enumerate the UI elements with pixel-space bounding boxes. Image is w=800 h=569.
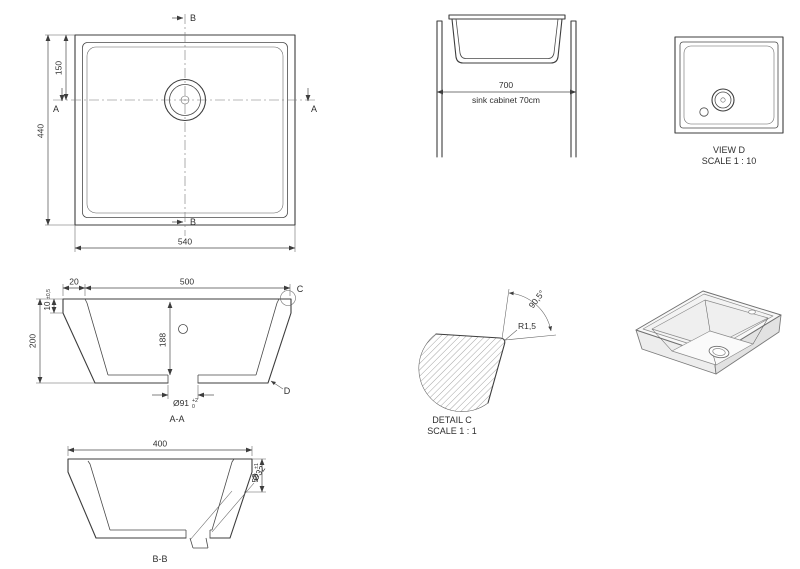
sink-bowl-outer-front [451, 18, 563, 64]
section-bb-inner-profile [87, 458, 235, 538]
dim-radius-label: R1,5 [518, 321, 536, 331]
iso-drain [708, 345, 730, 359]
angle-arc [508, 291, 552, 332]
view-d: VIEW D SCALE 1 : 10 [674, 36, 784, 166]
drain-view-d [711, 88, 735, 112]
isometric-view [635, 290, 782, 375]
dim-500-label: 500 [180, 277, 194, 287]
section-marker-a-right: A [311, 104, 317, 114]
section-bb-outer-profile [67, 458, 253, 539]
detail-c-circle [280, 290, 296, 306]
dim-440-label: 440 [36, 124, 46, 138]
drain-stub [189, 537, 209, 549]
dim-150-label: 150 [54, 61, 64, 75]
section-bb-view: 400 58 ±1 Ø32 B-B [67, 439, 267, 564]
view-d-title: VIEW D [713, 145, 746, 155]
dim-200-label: 200 [28, 334, 38, 348]
section-aa-outer-profile [62, 298, 292, 384]
detail-marker-d: D [284, 386, 291, 396]
section-aa-inner-profile [84, 298, 280, 383]
radius-leader [503, 329, 518, 342]
dim-10-tol-label: ±0,5 [46, 289, 52, 299]
detail-marker-c: C [297, 284, 304, 294]
sink-flange-front [448, 14, 566, 20]
drain-tol-lower: 0 [192, 404, 195, 410]
dim-58-label: 58 [251, 473, 260, 482]
detail-c-scale: SCALE 1 : 1 [427, 426, 477, 436]
detail-c-view: R1,5 90,5° DETAIL C SCALE 1 : 1 [418, 288, 557, 436]
dim-10-label: 10 [43, 301, 52, 310]
iso-overflow-hole [748, 309, 756, 315]
overflow-hole [699, 107, 709, 117]
dim-540-label: 540 [178, 237, 192, 247]
section-aa-view: C D 20 500 10 ±0,5 200 188 Ø91 +2 0 A-A [28, 277, 304, 425]
detail-boundary [418, 333, 489, 412]
hatched-section [418, 334, 505, 412]
section-aa-label: A-A [169, 414, 184, 424]
corner-profile [435, 333, 506, 404]
cabinet-sides [436, 20, 577, 158]
extension-lines [45, 34, 296, 252]
dim-20-label: 20 [69, 277, 79, 287]
dim-700-label: 700 [499, 80, 513, 90]
section-marker-a-left: A [53, 104, 59, 114]
view-d-outer [674, 36, 784, 134]
view-d-bowl [683, 45, 775, 125]
detail-c-title: DETAIL C [432, 415, 472, 425]
section-marker-b-bottom: B [190, 217, 196, 227]
view-d-scale: SCALE 1 : 10 [702, 156, 757, 166]
dim-drain-label: Ø91 [173, 398, 189, 408]
dim-58-tol-label: ±1 [254, 463, 260, 469]
dim-188-label: 188 [158, 333, 168, 347]
sink-bowl-inner-front [455, 18, 559, 59]
section-marker-b-top: B [190, 13, 196, 23]
view-d-flange [679, 41, 779, 129]
detail-d-leader [270, 380, 284, 390]
iso-bowl-edges [651, 299, 769, 366]
drain-tol-upper: +2 [192, 398, 198, 404]
dim-angle-label: 90,5° [527, 288, 547, 310]
dim-400-label: 400 [153, 439, 167, 449]
dim-lines-32 [189, 482, 255, 541]
cabinet-caption: sink cabinet 70cm [472, 95, 540, 105]
extension-lines [67, 446, 266, 493]
front-cabinet-view: 700 sink cabinet 70cm [436, 14, 577, 158]
angle-legs [501, 288, 557, 341]
section-bb-label: B-B [152, 554, 167, 564]
plan-view: A A B B 440 150 540 [36, 13, 317, 252]
overflow-hole-section [178, 324, 188, 334]
